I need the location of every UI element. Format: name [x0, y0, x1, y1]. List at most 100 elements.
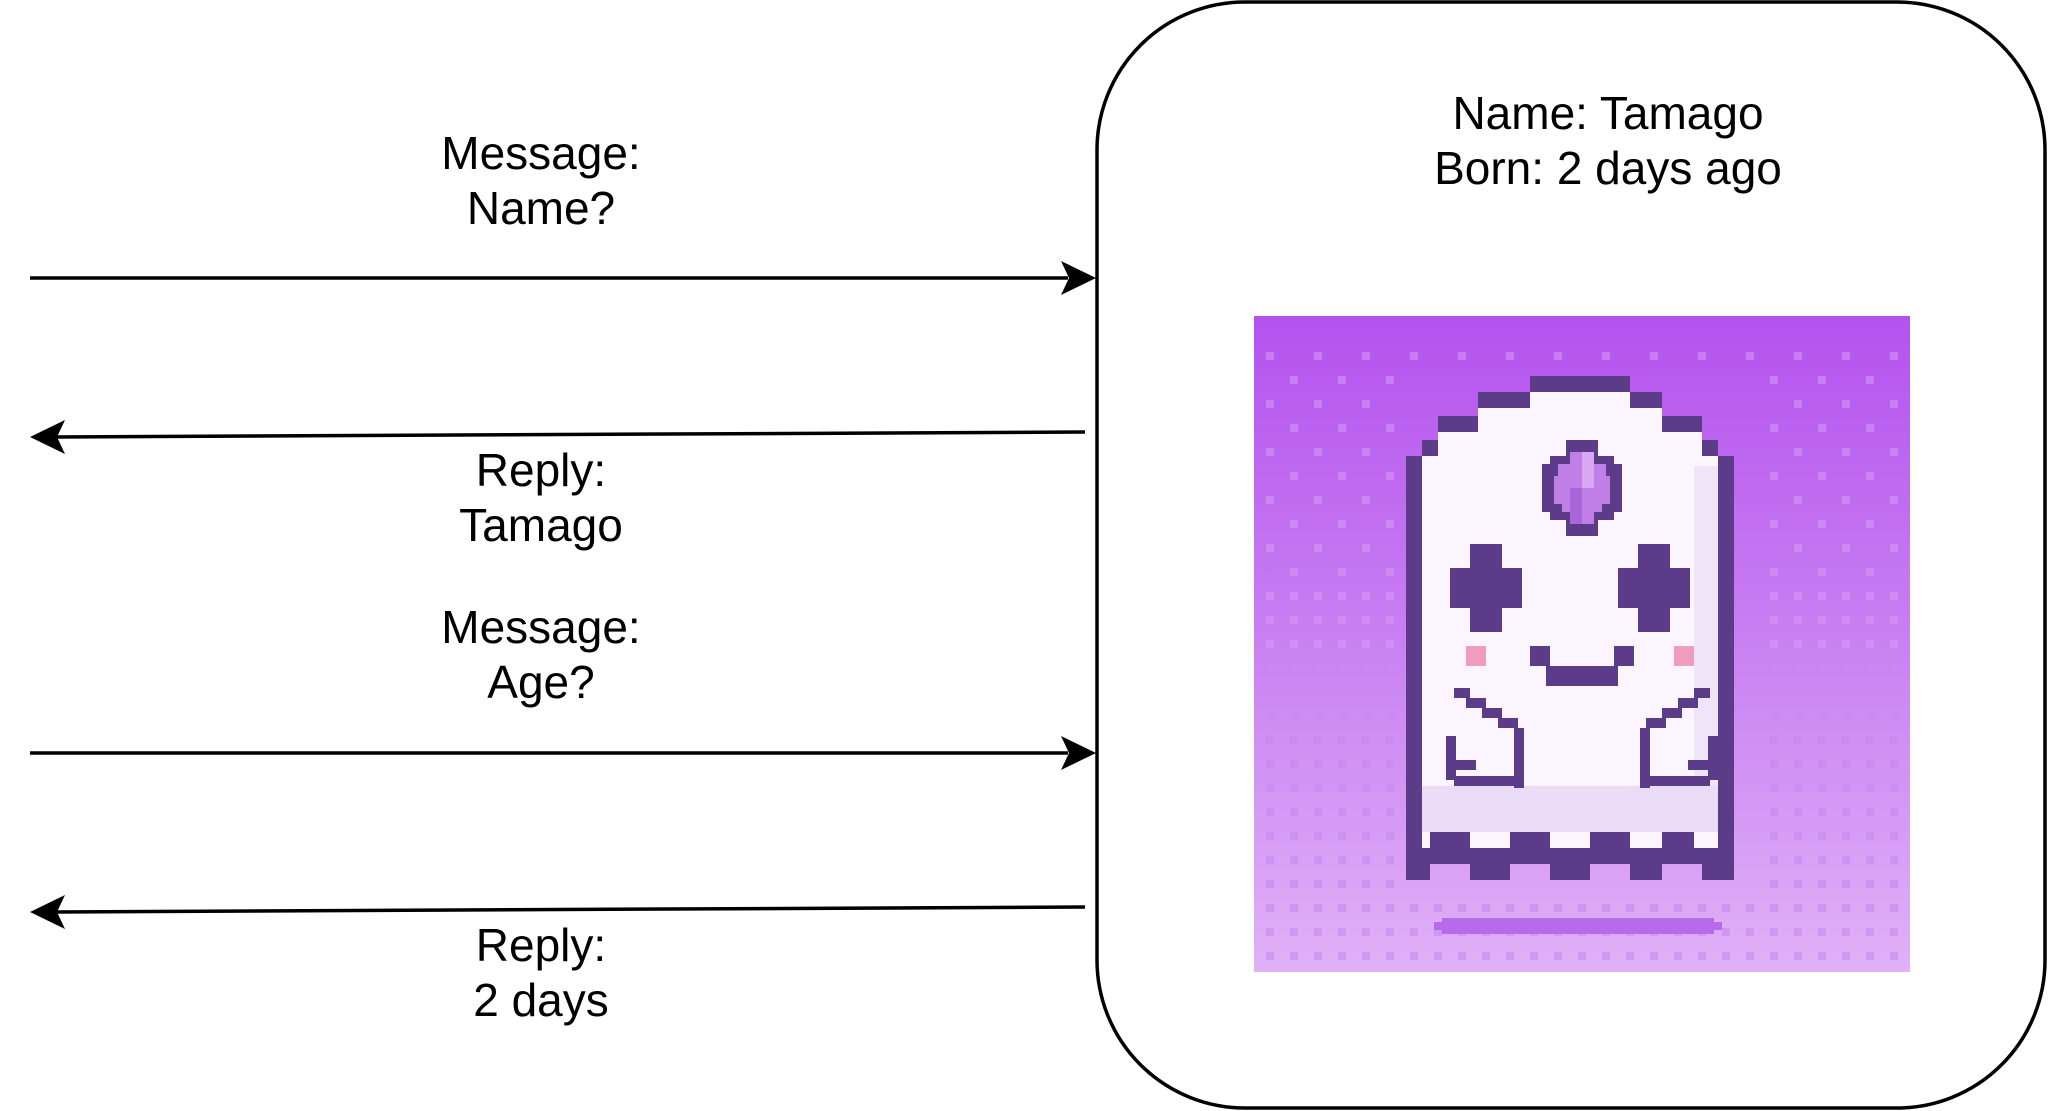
dither-dot — [1266, 640, 1274, 648]
message-text: Name? — [466, 182, 616, 234]
dither-dot — [1290, 880, 1298, 888]
dither-dot — [1818, 640, 1826, 648]
dither-dot — [1554, 352, 1562, 360]
dither-dot — [1314, 832, 1322, 840]
arm-left — [1446, 688, 1524, 788]
dither-dot — [1770, 904, 1778, 912]
dither-dot — [1266, 544, 1274, 552]
dither-dot — [1410, 352, 1418, 360]
dither-dot — [1266, 952, 1274, 960]
dither-dot — [1386, 736, 1394, 744]
dither-dot — [1554, 904, 1562, 912]
dither-dot — [1386, 808, 1394, 816]
dither-dot — [1386, 904, 1394, 912]
dither-dot — [1818, 904, 1826, 912]
dither-dot — [1818, 424, 1826, 432]
dither-dot — [1314, 736, 1322, 744]
dither-dot — [1890, 952, 1898, 960]
dither-dot — [1362, 352, 1370, 360]
dither-dot — [1890, 448, 1898, 456]
dither-dot — [1338, 760, 1346, 768]
dither-dot — [1890, 352, 1898, 360]
dither-dot — [1266, 664, 1274, 672]
dither-dot — [1842, 760, 1850, 768]
dither-dot — [1890, 904, 1898, 912]
dither-dot — [1506, 904, 1514, 912]
dither-dot — [1314, 712, 1322, 720]
dither-dot — [1890, 928, 1898, 936]
dither-dot — [1818, 712, 1826, 720]
dither-dot — [1314, 904, 1322, 912]
dither-dot — [1602, 352, 1610, 360]
dither-dot — [1266, 736, 1274, 744]
dither-dot — [1866, 592, 1874, 600]
dither-dot — [1842, 400, 1850, 408]
dither-dot — [1266, 688, 1274, 696]
dither-dot — [1290, 376, 1298, 384]
dither-dot — [1266, 832, 1274, 840]
dither-dot — [1386, 640, 1394, 648]
dither-dot — [1698, 952, 1706, 960]
dither-dot — [1290, 808, 1298, 816]
dither-dot — [1554, 952, 1562, 960]
dither-dot — [1314, 784, 1322, 792]
dither-dot — [1866, 736, 1874, 744]
dither-dot — [1386, 688, 1394, 696]
dither-dot — [1290, 856, 1298, 864]
dither-dot — [1722, 952, 1730, 960]
dither-dot — [1842, 448, 1850, 456]
dither-dot — [1338, 568, 1346, 576]
dither-dot — [1722, 904, 1730, 912]
dither-dot — [1890, 400, 1898, 408]
dither-dot — [1866, 712, 1874, 720]
dither-dot — [1290, 664, 1298, 672]
dither-dot — [1290, 952, 1298, 960]
dither-dot — [1770, 640, 1778, 648]
dither-dot — [1290, 832, 1298, 840]
dither-dot — [1266, 880, 1274, 888]
gem-icon — [1542, 440, 1622, 536]
dither-dot — [1818, 832, 1826, 840]
pixel-ghost-pet-icon — [1254, 316, 1910, 972]
dither-dot — [1338, 832, 1346, 840]
pet-info: Name: Tamago Born: 2 days ago — [1398, 86, 1818, 196]
dither-dot — [1386, 424, 1394, 432]
dither-dot — [1866, 568, 1874, 576]
dither-dot — [1770, 952, 1778, 960]
dither-dot — [1434, 904, 1442, 912]
dither-dot — [1794, 928, 1802, 936]
dither-dot — [1362, 808, 1370, 816]
dither-dot — [1290, 760, 1298, 768]
reply-text: Tamago — [459, 499, 623, 551]
dither-dot — [1338, 856, 1346, 864]
dither-dot — [1290, 424, 1298, 432]
dither-dot — [1770, 568, 1778, 576]
dither-dot — [1866, 472, 1874, 480]
message-label-name: Message: Name? — [331, 126, 751, 236]
dither-dot — [1314, 592, 1322, 600]
dither-dot — [1290, 568, 1298, 576]
dither-dot — [1266, 760, 1274, 768]
dither-dot — [1338, 616, 1346, 624]
dither-dot — [1266, 400, 1274, 408]
dither-dot — [1770, 688, 1778, 696]
dither-dot — [1890, 664, 1898, 672]
dither-dot — [1362, 592, 1370, 600]
dither-dot — [1866, 928, 1874, 936]
dither-dot — [1890, 688, 1898, 696]
dither-dot — [1434, 952, 1442, 960]
dither-dot — [1842, 736, 1850, 744]
dither-dot — [1866, 904, 1874, 912]
dither-dot — [1818, 808, 1826, 816]
dither-dot — [1866, 952, 1874, 960]
dither-dot — [1842, 808, 1850, 816]
dither-dot — [1866, 880, 1874, 888]
dither-dot — [1386, 880, 1394, 888]
cheek-left — [1466, 646, 1486, 666]
dither-dot — [1314, 856, 1322, 864]
dither-dot — [1770, 376, 1778, 384]
dither-dot — [1362, 400, 1370, 408]
dither-dot — [1338, 880, 1346, 888]
dither-dot — [1314, 688, 1322, 696]
dither-dot — [1314, 808, 1322, 816]
